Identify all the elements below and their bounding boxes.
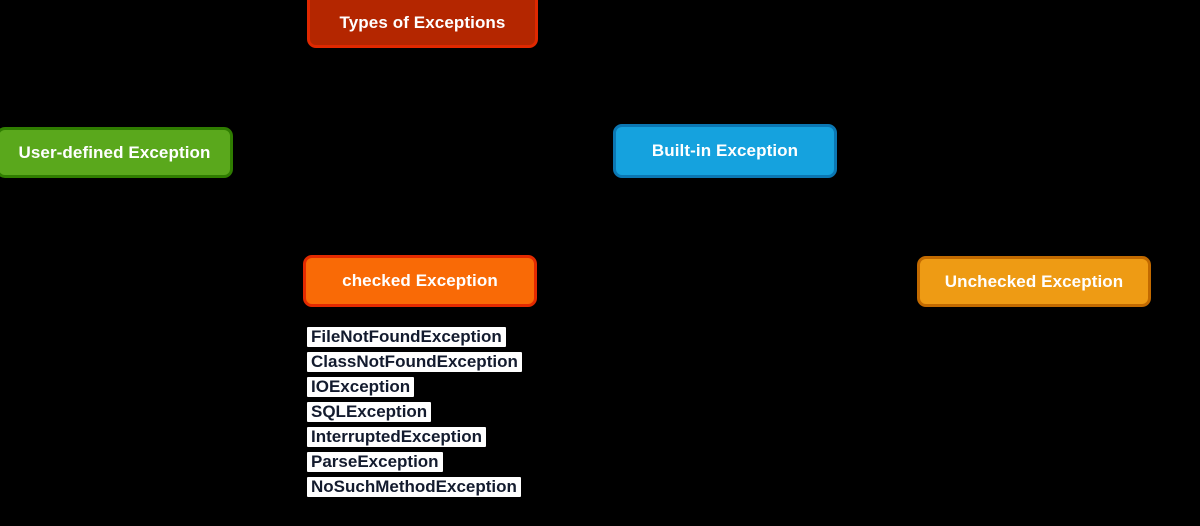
checked-exception-example-list: FileNotFoundException ClassNotFoundExcep…	[307, 327, 607, 497]
list-item: NoSuchMethodException	[307, 477, 521, 497]
list-item: ParseException	[307, 452, 443, 472]
list-item: SQLException	[307, 402, 432, 422]
list-item: IOException	[307, 377, 415, 397]
node-built-in-exception[interactable]: Built-in Exception	[613, 124, 837, 178]
node-label: checked Exception	[342, 271, 498, 290]
node-checked-exception[interactable]: checked Exception	[303, 255, 537, 307]
node-label: Unchecked Exception	[944, 271, 1124, 291]
node-label: Types of Exceptions	[339, 12, 506, 32]
node-label: Built-in Exception	[651, 141, 799, 160]
edge-builtin-to-checked	[419, 178, 726, 255]
node-user-defined-exception[interactable]: User-defined Exception	[0, 127, 233, 178]
edge-title-to-built-in	[421, 48, 726, 124]
node-label: User-defined Exception	[18, 142, 211, 162]
list-item: ClassNotFoundException	[307, 352, 522, 372]
node-unchecked-exception[interactable]: Unchecked Exception	[917, 256, 1151, 307]
edge-builtin-to-unchecked	[724, 178, 1035, 256]
node-types-of-exceptions[interactable]: Types of Exceptions	[307, 0, 538, 48]
list-item: InterruptedException	[307, 427, 486, 447]
list-item: FileNotFoundException	[307, 327, 506, 347]
edge-title-to-user-defined	[114, 48, 423, 127]
